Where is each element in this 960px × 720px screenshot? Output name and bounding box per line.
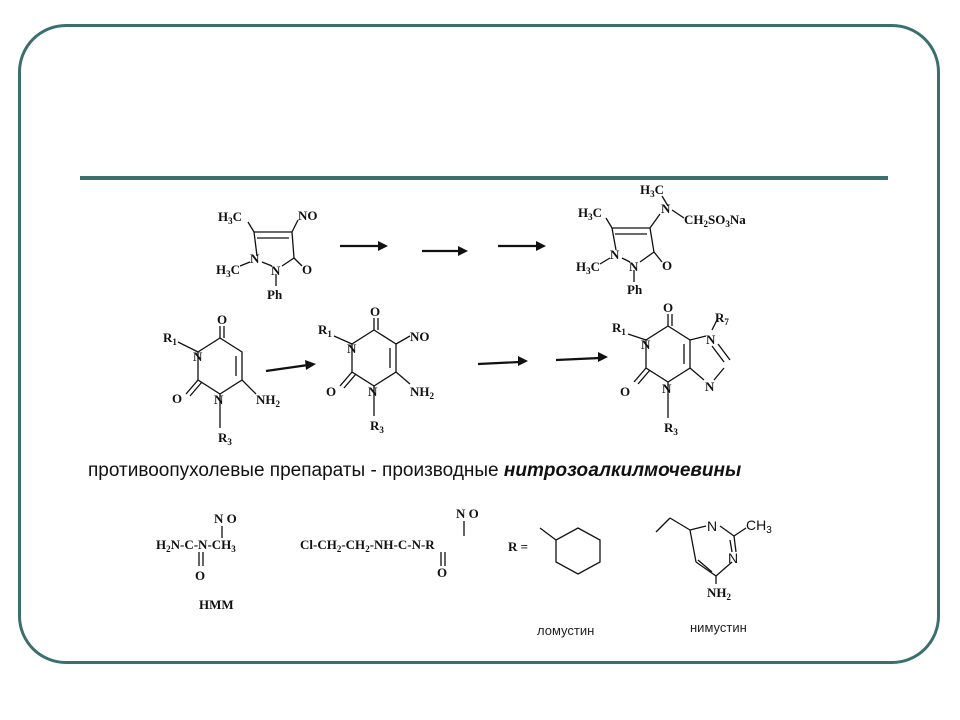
reaction-arrow bbox=[555, 352, 608, 362]
reaction-arrow bbox=[477, 356, 528, 366]
r1-label: R1 bbox=[612, 320, 626, 337]
ring-nitrogen-label: N bbox=[193, 349, 203, 364]
r3-label: R3 bbox=[664, 420, 678, 437]
ring-nitrogen-label: N bbox=[641, 337, 651, 352]
nimustine-name: нимустин bbox=[690, 620, 747, 635]
nitroso-label: N O bbox=[456, 506, 479, 521]
nitroso-label: N O bbox=[214, 511, 237, 526]
r3-label: R3 bbox=[218, 430, 232, 447]
reaction-arrow bbox=[340, 241, 388, 251]
r3-label: R3 bbox=[370, 418, 384, 435]
slide-caption: противоопухолевые препараты - производны… bbox=[88, 460, 741, 482]
ring-nitrogen-label: N bbox=[250, 251, 260, 266]
methyl-label: H3C bbox=[218, 209, 242, 226]
lomustine-structure: ломустин bbox=[537, 527, 601, 638]
amine-label: NH2 bbox=[410, 384, 435, 401]
ring-nitrogen-label: N bbox=[214, 392, 224, 407]
carbonyl-oxygen-label: O bbox=[370, 304, 380, 319]
nmm-formula: H2N-C-N-CH3 bbox=[156, 537, 236, 554]
carbonyl-oxygen-label: O bbox=[663, 300, 673, 315]
ring-nitrogen-label: N bbox=[728, 550, 738, 566]
nitrosourea-structure: N O Cl-CH2-CH2-NH-C-N-R O R = bbox=[300, 506, 528, 580]
carbonyl-oxygen-label: O bbox=[437, 565, 447, 580]
carbonyl-oxygen-label: O bbox=[217, 312, 227, 327]
ring-nitrogen-label: N bbox=[706, 332, 716, 347]
xanthine-structure: R1 O R7 N N O N N R3 bbox=[612, 300, 731, 437]
metamizole-structure: H3C H3C N CH2SO3Na N N H3C O Ph bbox=[576, 182, 746, 297]
carbonyl-oxygen-label: O bbox=[195, 568, 205, 583]
carbonyl-oxygen-label: O bbox=[302, 262, 312, 277]
carbonyl-oxygen-label: O bbox=[172, 391, 182, 406]
sulfonate-label: CH2SO3Na bbox=[684, 212, 746, 229]
n-methyl-label: H3C bbox=[216, 262, 240, 279]
methyl-label: CH3 bbox=[746, 517, 772, 536]
reaction-arrow bbox=[265, 360, 316, 373]
nimustine-structure: N CH3 N NH2 нимустин bbox=[655, 517, 772, 635]
nmm-structure: N O H2N-C-N-CH3 O НММ bbox=[156, 511, 237, 612]
lomustine-name: ломустин bbox=[537, 623, 594, 638]
amine-label: NH2 bbox=[256, 392, 281, 409]
nitroso-label: NO bbox=[298, 208, 318, 223]
n-methyl-label: H3C bbox=[640, 182, 664, 199]
carbonyl-oxygen-label: O bbox=[326, 384, 336, 399]
caption-prefix: противоопухолевые препараты - производны… bbox=[88, 460, 504, 481]
ring-nitrogen-label: N bbox=[705, 379, 715, 394]
nitroso-uracil-structure: R1 O N NO O N NH2 R3 bbox=[318, 304, 435, 435]
nitrosourea-formula: Cl-CH2-CH2-NH-C-N-R bbox=[300, 537, 435, 554]
ring-nitrogen-label: N bbox=[347, 341, 357, 356]
nmm-name: НММ bbox=[199, 597, 234, 612]
n-methyl-label: H3C bbox=[576, 259, 600, 276]
slide-frame bbox=[18, 24, 940, 664]
amine-label: NH2 bbox=[707, 585, 732, 602]
ring-nitrogen-label: N bbox=[368, 384, 378, 399]
nitroso-antipyrine-structure: H3C NO N N H3C O Ph bbox=[216, 208, 318, 302]
phenyl-label: Ph bbox=[267, 287, 283, 302]
reaction-arrow bbox=[498, 241, 546, 251]
ring-nitrogen-label: N bbox=[662, 381, 672, 396]
carbonyl-oxygen-label: O bbox=[620, 384, 630, 399]
carbonyl-oxygen-label: O bbox=[662, 258, 672, 273]
ring-nitrogen-label: N bbox=[629, 259, 639, 274]
ring-nitrogen-label: N bbox=[610, 247, 620, 262]
aminouracil-structure: R1 O N O N NH2 R3 bbox=[163, 312, 281, 447]
caption-highlight: нитрозоалкилмочевины bbox=[503, 460, 742, 481]
methyl-label: H3C bbox=[578, 205, 602, 222]
r7-label: R7 bbox=[715, 310, 729, 327]
r-equals-label: R = bbox=[508, 539, 528, 554]
title-divider bbox=[80, 176, 888, 180]
ring-nitrogen-label: N bbox=[707, 518, 717, 534]
nitroso-label: NO bbox=[410, 329, 430, 344]
amine-nitrogen-label: N bbox=[661, 201, 671, 216]
r1-label: R1 bbox=[318, 322, 332, 339]
phenyl-label: Ph bbox=[627, 282, 643, 297]
r1-label: R1 bbox=[163, 330, 177, 347]
reaction-arrow bbox=[422, 246, 468, 256]
ring-nitrogen-label: N bbox=[271, 263, 281, 278]
